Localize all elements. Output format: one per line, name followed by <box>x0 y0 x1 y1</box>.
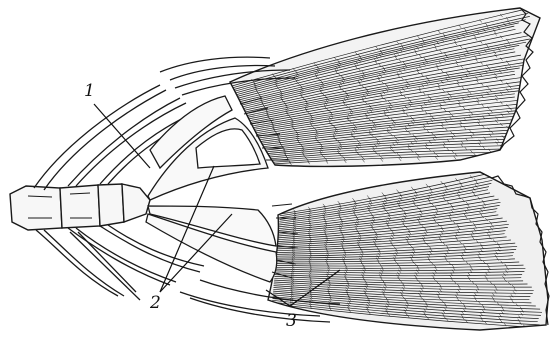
callout-line-1 <box>94 104 150 168</box>
fin-ray-segment <box>508 132 510 135</box>
label-2: 2 <box>149 293 161 313</box>
lower-long-spine <box>70 232 140 300</box>
vertebra-3 <box>98 184 124 226</box>
upper-spine-1 <box>34 85 166 190</box>
label-1: 1 <box>84 81 95 101</box>
upper-fin-lobe <box>230 8 540 166</box>
fin-ray-segment <box>509 154 511 157</box>
fin-ray-segment <box>510 151 512 154</box>
label-3: 3 <box>286 311 297 331</box>
vertebra-1 <box>10 186 62 230</box>
fin-ray-segment <box>490 155 492 158</box>
urostyle <box>122 184 150 222</box>
lower-fin-lobe <box>268 172 549 330</box>
vertebral-column <box>10 184 150 230</box>
fin-ray-segment <box>507 148 509 151</box>
vertebra-2 <box>60 185 100 228</box>
lower-spine-1 <box>36 230 124 296</box>
lower-spine-2 <box>68 228 176 285</box>
